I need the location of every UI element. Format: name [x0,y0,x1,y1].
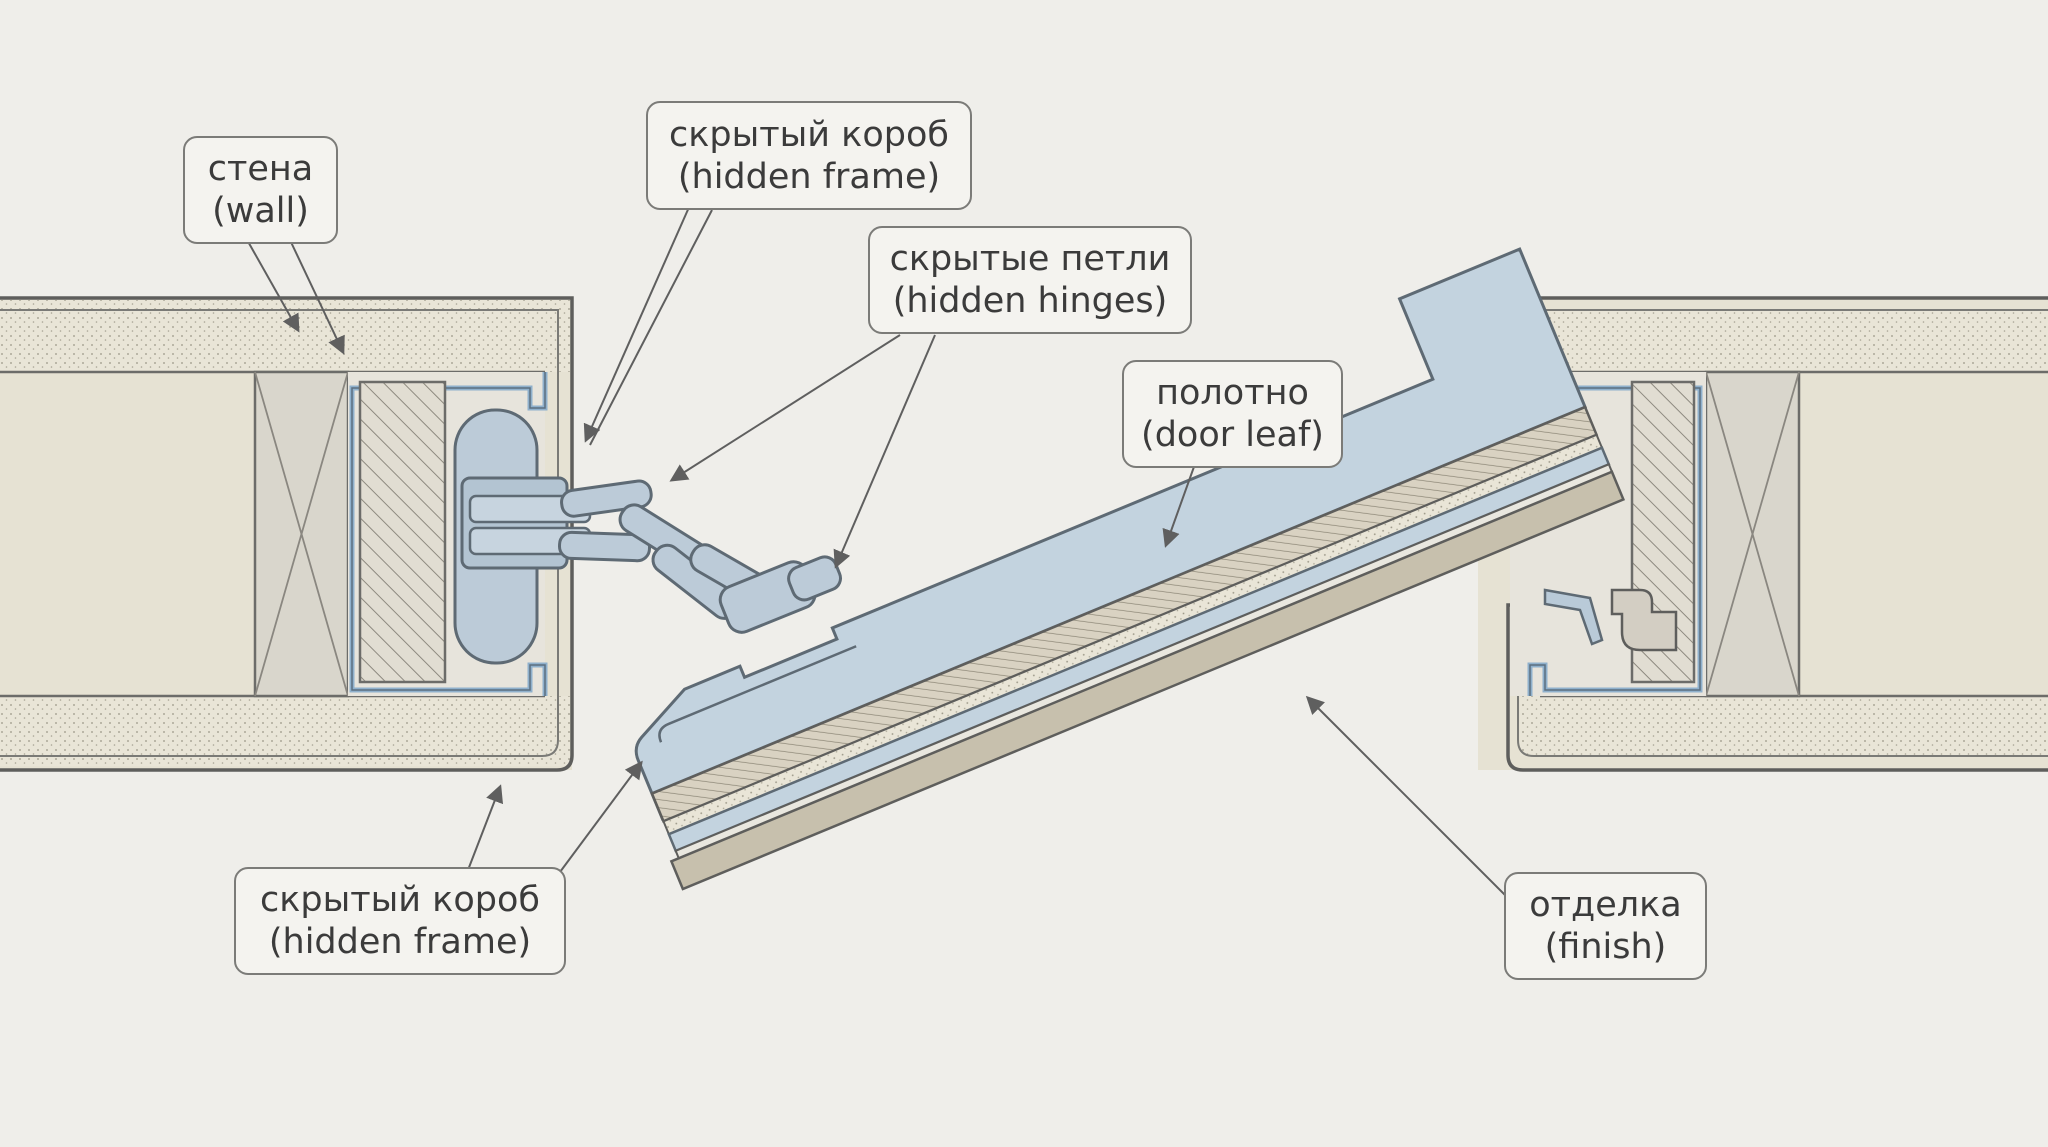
left-plaster-bottom [0,696,572,766]
label-door-leaf-ru: полотно [1156,373,1309,413]
label-hidden-hinges-en: (hidden hinges) [892,281,1168,321]
label-wall: стена (wall) [183,136,338,244]
label-hidden-hinges: скрытые петли (hidden hinges) [868,226,1192,334]
arrow-hinges-2 [833,334,936,569]
label-hidden-frame-bottom-ru: скрытый короб [260,880,540,920]
left-wood-block [358,380,447,684]
leader-lines [245,204,1506,896]
label-wall-en: (wall) [212,191,309,231]
strike-plate [1610,588,1678,652]
label-hidden-frame-top-ru: скрытый короб [669,114,949,155]
arrow-wall-2 [289,239,345,355]
arrow-frame-top-2 [589,209,713,446]
arrow-frame-bottom-2 [559,760,643,873]
label-door-leaf: полотно (door leaf) [1122,360,1343,468]
hinge-arms [558,479,842,634]
right-plaster-top [1492,310,2048,372]
label-finish-ru: отделка [1529,885,1682,925]
left-plaster-top [0,300,572,372]
label-hidden-frame-top: скрытый короб (hidden frame) [646,101,972,210]
right-plaster-bottom [1520,696,2048,756]
label-hidden-frame-top-en: (hidden frame) [677,156,941,197]
arrow-wall-1 [245,237,300,333]
arrow-finish [1305,695,1506,896]
label-finish-en: (finish) [1544,927,1667,967]
label-hidden-frame-bottom-en: (hidden frame) [268,922,532,962]
arrow-frame-bottom-1 [467,784,504,871]
left-wall [0,296,592,772]
label-finish: отделка (finish) [1504,872,1707,980]
arrow-hinges-1 [669,334,901,482]
label-hidden-hinges-ru: скрытые петли [889,239,1171,279]
arrow-frame-top-1 [583,204,691,443]
label-wall-ru: стена [207,149,314,189]
door-leaf [634,247,1626,891]
label-hidden-frame-bottom: скрытый короб (hidden frame) [234,867,566,975]
finish-layer [669,470,1626,891]
label-door-leaf-en: (door leaf) [1141,415,1324,455]
